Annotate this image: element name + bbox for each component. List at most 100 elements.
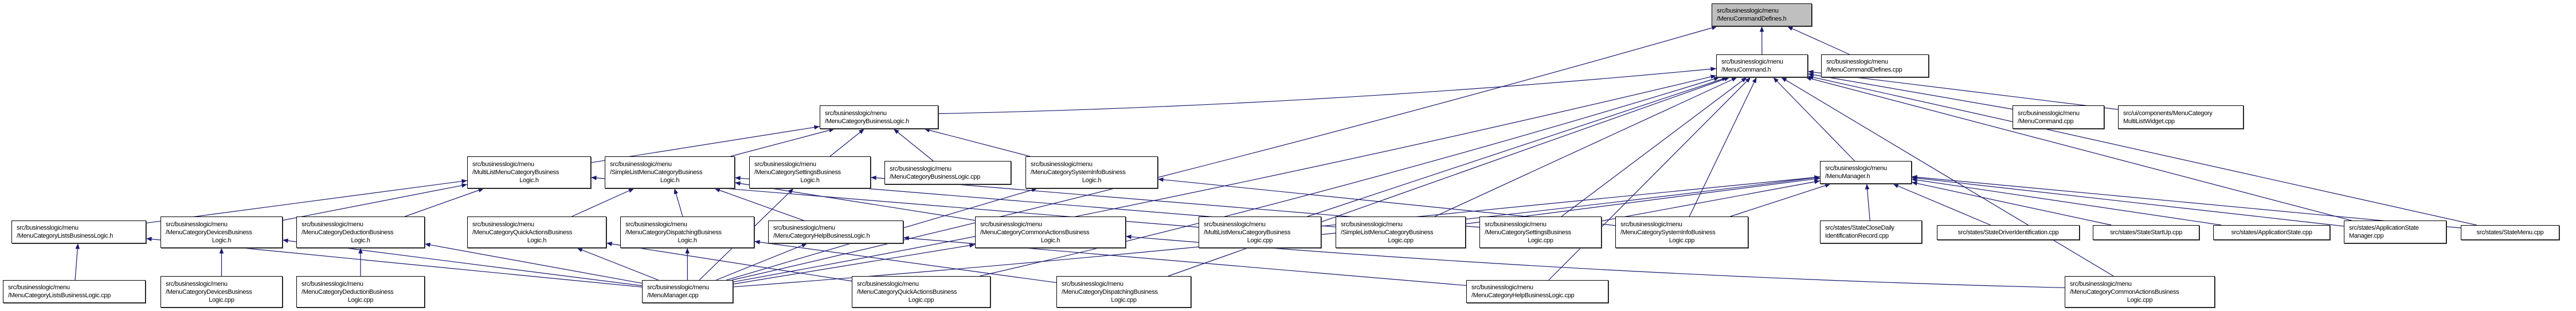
file-node-multilist-cpp[interactable]: src/businesslogic/menu/MultiListMenuCate… <box>1199 216 1321 248</box>
file-node-deduction-h[interactable]: src/businesslogic/menu/MenuCategoryDeduc… <box>296 216 425 248</box>
file-node-label-line: src/states/StateMenu.cpp <box>2476 229 2544 236</box>
file-node-help-h[interactable]: src/businesslogic/menu/MenuCategoryHelpB… <box>768 221 903 243</box>
file-node-label-line: /MenuCategorySystemInfoBusiness <box>1620 229 1716 236</box>
file-node-label-line: /MenuCategoryHelpBusinessLogic.cpp <box>1471 292 1575 299</box>
file-node-label-line: Logic.cpp <box>908 296 934 304</box>
include-edge-quickactions_h-to-simplelist_h <box>571 188 635 217</box>
file-node-label-line: /MultiListMenuCategoryBusiness <box>472 169 559 176</box>
include-edge-settings_cpp-to-command_h <box>1561 77 1747 217</box>
file-node-label-line: src/businesslogic/menu <box>1341 221 1403 228</box>
file-node-simplelist-cpp[interactable]: src/businesslogic/menu/SimpleListMenuCat… <box>1336 216 1466 248</box>
file-node-label-line: /MenuCommand.cpp <box>2018 117 2074 125</box>
include-edge-settings_cpp-to-manager_h <box>1601 179 1821 222</box>
file-node-devices-cpp[interactable]: src/businesslogic/menu/MenuCategoryDevic… <box>160 276 283 308</box>
file-node-label-line: src/businesslogic/menu <box>890 165 952 172</box>
file-node-defines-h: src/businesslogic/menu/MenuCommandDefine… <box>1712 3 1812 26</box>
file-node-commonactions-h[interactable]: src/businesslogic/menu/MenuCategoryCommo… <box>975 216 1126 248</box>
file-node-quickactions-cpp[interactable]: src/businesslogic/menu/MenuCategoryQuick… <box>852 276 991 308</box>
file-node-help-cpp[interactable]: src/businesslogic/menu/MenuCategoryHelpB… <box>1466 280 1608 303</box>
include-edge-devices_h-to-multilist_h <box>282 183 468 221</box>
file-node-label-line: /MenuCommandDefines.cpp <box>1826 66 1902 73</box>
file-node-label-line: /SimpleListMenuCategoryBusiness <box>610 169 703 176</box>
file-node-label-line: Logic.cpp <box>347 296 374 304</box>
file-node-bl-cpp[interactable]: src/businesslogic/menu/MenuCategoryBusin… <box>884 161 1011 184</box>
file-node-label-line: Logic.h <box>519 177 539 184</box>
file-node-label-line: Logic.h <box>212 237 232 244</box>
include-edge-help_cpp-to-command_h <box>1548 77 1751 281</box>
file-node-label-line: src/ui/components/MenuCategory <box>2123 109 2213 117</box>
file-node-label-line: src/businesslogic/menu <box>857 280 919 288</box>
include-edge-systeminfo_h-to-bl_h <box>924 128 1031 157</box>
file-node-settings-h[interactable]: src/businesslogic/menu/MenuCategorySetti… <box>749 156 871 188</box>
file-node-statemenu-cpp[interactable]: src/states/StateMenu.cpp <box>2461 225 2559 240</box>
file-node-systeminfo-h[interactable]: src/businesslogic/menu/MenuCategorySyste… <box>1025 156 1158 188</box>
include-edge-systeminfo_cpp-to-command_h <box>1689 77 1757 217</box>
file-node-label-line: src/businesslogic/menu <box>1825 165 1887 172</box>
include-edge-appstate_cpp-to-manager_h <box>1911 178 2222 226</box>
include-edge-simplelist_cpp-to-command_h <box>1434 77 1737 217</box>
include-edge-settings_h-to-bl_h <box>829 128 865 157</box>
file-node-label-line: src/businesslogic/menu <box>2018 109 2080 117</box>
file-node-label-line: src/states/StateDriverIdentification.cpp <box>1958 229 2059 236</box>
file-node-label-line: Manager.cpp <box>2349 233 2384 239</box>
file-node-label-line: /MenuCategoryCommonActionsBusiness <box>980 229 1090 236</box>
file-node-label-line: /MenuCategoryHelpBusinessLogic.h <box>773 233 870 239</box>
file-node-label-line: src/states/ApplicationState.cpp <box>2231 229 2312 236</box>
file-node-label-line: Logic.h <box>351 237 370 244</box>
file-node-label-line: /MenuCategoryQuickActionsBusiness <box>857 288 957 296</box>
file-node-label-line: src/businesslogic/menu <box>1826 58 1888 65</box>
file-node-startup-cpp[interactable]: src/states/StateStartUp.cpp <box>2093 225 2199 240</box>
file-node-defines-cpp[interactable]: src/businesslogic/menu/MenuCommandDefine… <box>1821 54 1929 77</box>
file-node-dispatching-h[interactable]: src/businesslogic/menu/MenuCategoryDispa… <box>620 216 754 248</box>
file-node-label-line: src/businesslogic/menu <box>302 280 363 288</box>
include-edge-startup_cpp-to-manager_h <box>1911 181 2112 226</box>
file-node-lists-cpp[interactable]: src/businesslogic/menu/MenuCategoryLists… <box>3 280 146 303</box>
include-edge-close_daily_cpp-to-manager_h <box>1865 183 1870 221</box>
file-node-devices-h[interactable]: src/businesslogic/menu/MenuCategoryDevic… <box>160 216 283 248</box>
file-node-manager-cpp[interactable]: src/businesslogic/menu/MenuManager.cpp <box>642 280 733 303</box>
file-node-commonactions-cpp[interactable]: src/businesslogic/menu/MenuCategoryCommo… <box>2065 276 2215 308</box>
include-edge-manager_cpp-to-deduction_h <box>424 242 643 284</box>
file-node-multilist-h[interactable]: src/businesslogic/menu/MultiListMenuCate… <box>467 156 591 188</box>
file-node-command-cpp[interactable]: src/businesslogic/menu/MenuCommand.cpp <box>2013 105 2104 129</box>
file-node-label-line: src/businesslogic/menu <box>8 284 70 291</box>
file-node-label-line: Logic.cpp <box>2127 296 2153 304</box>
include-edge-appstate_mgr_cpp-to-command_h <box>1806 76 2352 221</box>
file-node-settings-cpp[interactable]: src/businesslogic/menu/MenuCategorySetti… <box>1479 216 1602 248</box>
file-node-label-line: Logic.cpp <box>1669 237 1695 244</box>
file-node-label-line: /MenuManager.h <box>1825 173 1870 180</box>
file-node-label-line: src/businesslogic/menu <box>1031 161 1093 168</box>
file-node-label-line: /MenuCategoryDevicesBusiness <box>166 229 252 236</box>
file-node-label-line: Logic.cpp <box>1247 237 1273 244</box>
file-node-label-line: Logic.h <box>1040 237 1060 244</box>
file-node-appstate-cpp[interactable]: src/states/ApplicationState.cpp <box>2213 225 2330 240</box>
include-edge-manager_cpp-to-help_h <box>715 243 808 281</box>
file-node-dispatching-cpp[interactable]: src/businesslogic/menu/MenuCategoryDispa… <box>1056 276 1191 308</box>
include-edge-statemenu_cpp-to-manager_h <box>1911 175 2461 229</box>
include-edge-dispatching_h-to-simplelist_h <box>674 188 683 217</box>
file-node-label-line: /MenuCommand.h <box>1721 66 1771 73</box>
file-node-command-h[interactable]: src/businesslogic/menu/MenuCommand.h <box>1716 54 1808 77</box>
include-edge-quickactions_cpp-to-command_h <box>980 77 1720 277</box>
include-edge-deduction_h-to-multilist_h <box>405 188 484 217</box>
file-node-systeminfo-cpp[interactable]: src/businesslogic/menu/MenuCategorySyste… <box>1615 216 1748 248</box>
include-edge-appstate_mgr_cpp-to-manager_h <box>1911 176 2344 227</box>
file-node-label-line: /MenuCommandDefines.h <box>1717 15 1787 22</box>
file-node-manager-h[interactable]: src/businesslogic/menu/MenuManager.h <box>1820 161 1912 184</box>
file-node-label-line: Logic.cpp <box>1388 237 1414 244</box>
file-node-deduction-cpp[interactable]: src/businesslogic/menu/MenuCategoryDeduc… <box>296 276 425 308</box>
file-node-label-line: src/businesslogic/menu <box>1620 221 1682 228</box>
file-node-label-line: src/businesslogic/menu <box>980 221 1042 228</box>
file-node-quickactions-h[interactable]: src/businesslogic/menu/MenuCategoryQuick… <box>467 216 606 248</box>
file-node-bl-h[interactable]: src/businesslogic/menu/MenuCategoryBusin… <box>820 105 938 129</box>
file-node-driver-id-cpp[interactable]: src/states/StateDriverIdentification.cpp <box>1937 225 2080 240</box>
file-node-simplelist-h[interactable]: src/businesslogic/menu/SimpleListMenuCat… <box>605 156 735 188</box>
file-node-label-line: /MenuCategoryCommonActionsBusiness <box>2070 288 2179 296</box>
file-node-label-line: /MenuCategoryBusinessLogic.h <box>825 117 909 125</box>
file-node-lists-h[interactable]: src/businesslogic/menu/MenuCategoryLists… <box>11 221 146 243</box>
include-edge-dispatching_cpp-to-dispatching_h <box>754 239 1057 284</box>
